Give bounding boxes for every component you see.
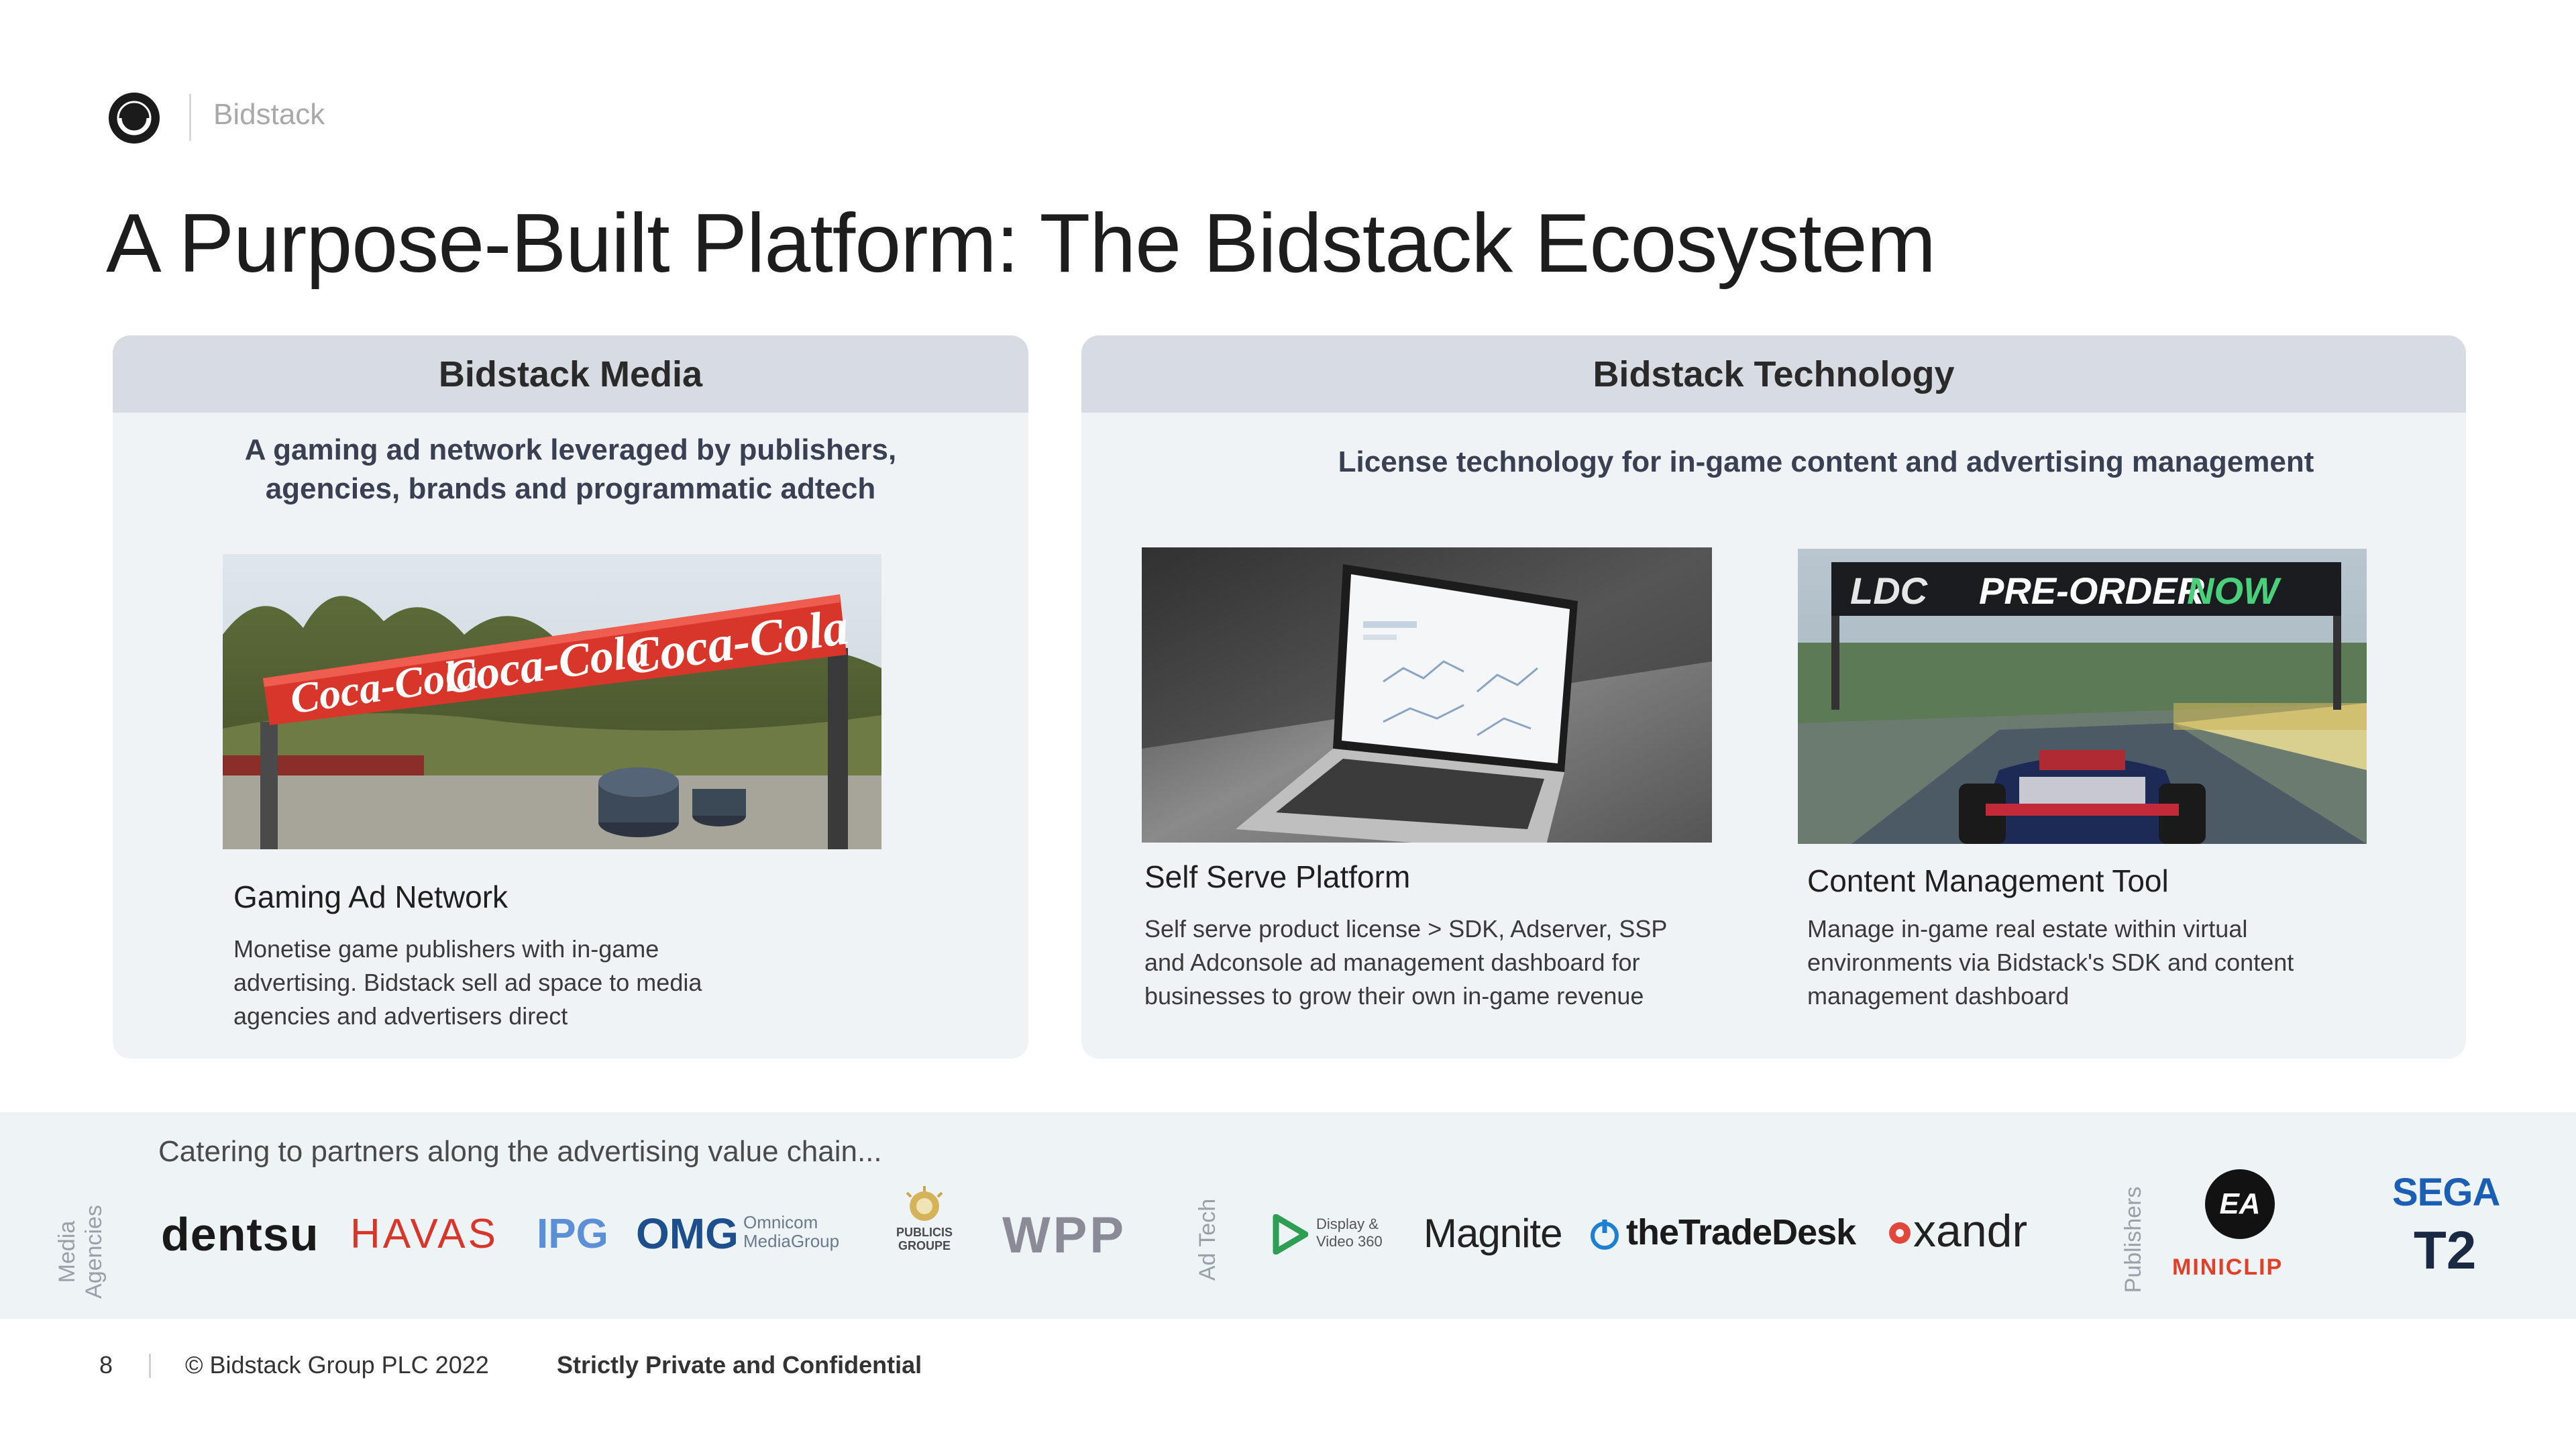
media-agencies-label-line: Agencies <box>81 1205 107 1299</box>
self-serve-platform-image <box>1142 547 1712 843</box>
publicis-groupe-logo: PUBLICIS GROUPE <box>884 1185 965 1252</box>
dv360-logo <box>1272 1214 1309 1255</box>
omg-logo: OMG <box>636 1210 739 1258</box>
header-divider <box>189 94 191 141</box>
self-serve-desc-line: businesses to grow their own in-game rev… <box>1144 982 1644 1010</box>
miniclip-logo: MINICLIP <box>2172 1254 2284 1280</box>
pre-order-billboard-text: PRE-ORDER <box>1979 570 2205 612</box>
dentsu-logo: dentsu <box>161 1208 319 1260</box>
take-two-logo: T2 <box>2414 1220 2477 1280</box>
gaming-ad-network-image: Coca-Cola Coca-Cola Coca-Cola <box>223 554 881 849</box>
dv360-text-line: Display & <box>1316 1216 1379 1232</box>
omnicom-text: Omnicom <box>743 1212 818 1232</box>
omnicom-text: MediaGroup <box>743 1231 840 1251</box>
media-agencies-label-line: Media <box>54 1220 80 1283</box>
ea-circle-icon <box>2205 1169 2275 1239</box>
media-agencies-label: Media Agencies <box>54 1191 107 1312</box>
dv360-text-line: Video 360 <box>1316 1233 1383 1250</box>
dv360-text: Display & Video 360 <box>1316 1216 1383 1250</box>
self-serve-desc-line: Self serve product license > SDK, Adserv… <box>1144 915 1668 943</box>
technology-subtitle: License technology for in-game content a… <box>1338 445 2314 478</box>
xandr-mark <box>1886 1220 1913 1250</box>
coca-cola-banner-scene <box>223 554 881 849</box>
publicis-lion-icon <box>906 1186 943 1221</box>
content-management-title: Content Management Tool <box>1807 863 2169 898</box>
gaming-ad-network-desc-line: agencies and advertisers direct <box>233 1002 568 1030</box>
xandr-logo: xandr <box>1913 1205 2028 1256</box>
ipg-logo: IPG <box>537 1211 608 1257</box>
gaming-ad-network-description: Monetise game publishers with in-game ad… <box>233 932 904 1033</box>
gaming-ad-network-title: Gaming Ad Network <box>233 879 508 914</box>
publicis-text: PUBLICIS <box>896 1226 953 1239</box>
laptop-dashboard-image <box>1142 547 1712 843</box>
media-subtitle: A gaming ad network leveraged by publish… <box>153 431 988 508</box>
media-subtitle-line-2: agencies, brands and programmatic adtech <box>265 472 876 505</box>
self-serve-platform-description: Self serve product license > SDK, Adserv… <box>1144 912 1748 1013</box>
publicis-text: GROUPE <box>898 1239 951 1252</box>
partners-strip: Catering to partners along the advertisi… <box>0 1112 2576 1319</box>
bidstack-logo-icon <box>109 93 160 144</box>
sega-logo: SEGA <box>2392 1171 2500 1214</box>
technology-panel: Bidstack Technology License technology f… <box>1081 335 2466 1059</box>
cms-desc-line: environments via Bidstack's SDK and cont… <box>1807 949 2294 976</box>
publishers-label: Publishers <box>2121 1186 2146 1293</box>
cms-desc-line: Manage in-game real estate within virtua… <box>1807 915 2248 943</box>
page-number: 8 <box>99 1351 113 1379</box>
cms-desc-line: management dashboard <box>1807 982 2070 1010</box>
confidential-notice: Strictly Private and Confidential <box>557 1351 922 1379</box>
media-panel-heading: Bidstack Media <box>113 335 1028 413</box>
ldc-billboard-brand: LDC <box>1850 570 1928 612</box>
page-title: A Purpose-Built Platform: The Bidstack E… <box>106 197 1936 290</box>
media-subtitle-line-1: A gaming ad network leveraged by publish… <box>244 433 897 466</box>
brand-name: Bidstack <box>213 98 325 131</box>
partners-caption: Catering to partners along the advertisi… <box>158 1135 882 1168</box>
xandr-icon <box>1889 1222 1911 1244</box>
bidstack-logo <box>107 91 161 145</box>
magnite-logo: Magnite <box>1424 1211 1562 1256</box>
gaming-ad-network-desc-line: Monetise game publishers with in-game <box>233 935 659 963</box>
ad-tech-label: Ad Tech <box>1195 1198 1220 1281</box>
tradedesk-power-icon <box>1591 1220 1619 1250</box>
havas-logo: HAVAS <box>350 1211 498 1257</box>
now-billboard-text: NOW <box>2187 570 2279 612</box>
self-serve-desc-line: and Adconsole ad management dashboard fo… <box>1144 949 1640 976</box>
content-management-description: Manage in-game real estate within virtua… <box>1807 912 2411 1013</box>
ea-logo: EA <box>2203 1167 2277 1244</box>
tradedesk-logo: theTradeDesk <box>1626 1212 1856 1252</box>
copyright: © Bidstack Group PLC 2022 <box>185 1351 489 1379</box>
racing-game-scene <box>1798 549 2367 844</box>
self-serve-platform-title: Self Serve Platform <box>1144 859 1411 894</box>
omnicom-mediagroup-logo: Omnicom MediaGroup <box>743 1213 839 1250</box>
wpp-logo: WPP <box>1002 1207 1127 1264</box>
footer-divider <box>149 1354 151 1378</box>
dv360-play-icon <box>1273 1214 1309 1255</box>
ea-text: EA <box>2219 1187 2261 1220</box>
tradedesk-mark <box>1589 1217 1621 1255</box>
technology-panel-heading: Bidstack Technology <box>1081 335 2466 413</box>
media-panel: Bidstack Media A gaming ad network lever… <box>113 335 1028 1059</box>
gaming-ad-network-desc-line: advertising. Bidstack sell ad space to m… <box>233 969 702 996</box>
content-management-image: LDC PRE-ORDER NOW <box>1798 549 2367 844</box>
